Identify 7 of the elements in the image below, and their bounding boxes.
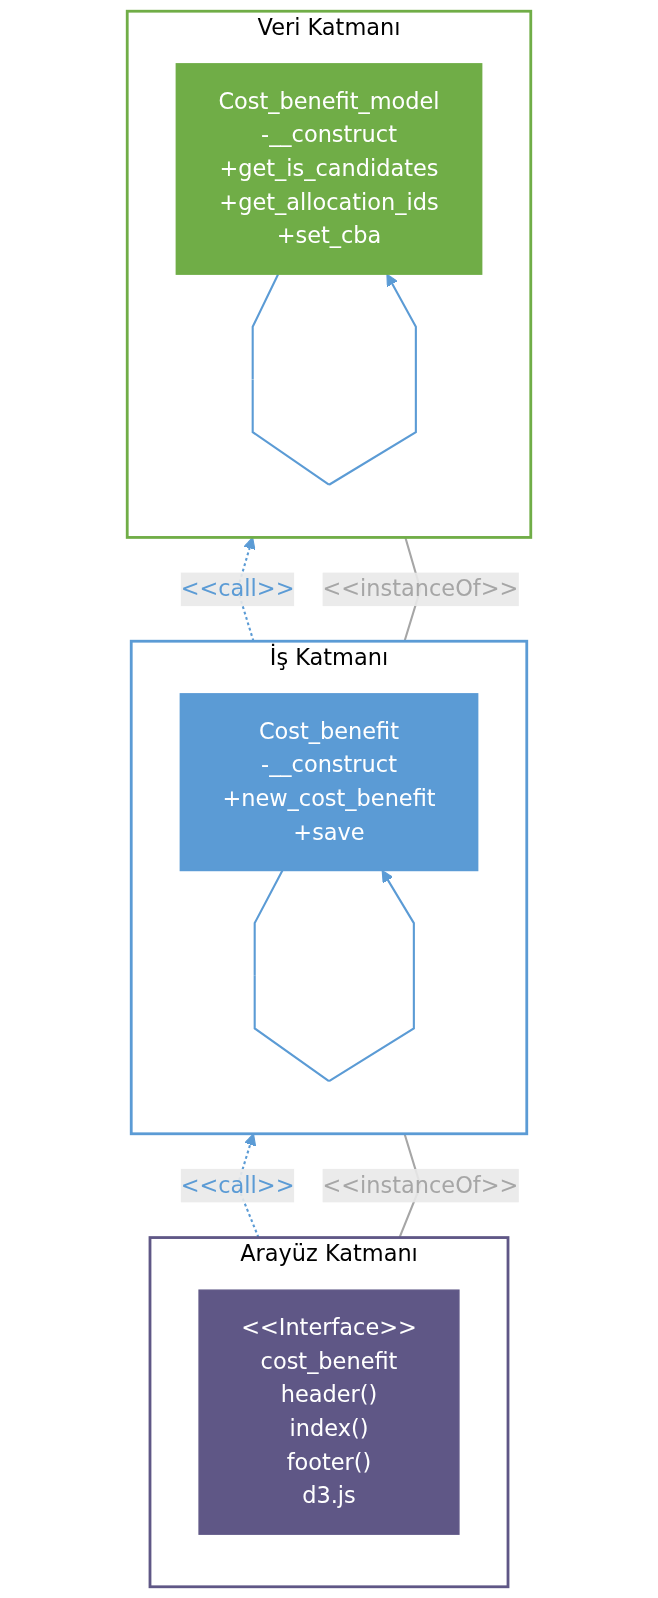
node-box: <<Interface>> cost_benefit header() index() footer() d3.js — [198, 1289, 460, 1535]
node-box: Cost_benefit_model -__construct +get_is_candidates +get_allocation_ids +set_cba — [175, 63, 483, 275]
edge-label: <<instanceOf>> — [322, 1171, 519, 1199]
edge-label: <<instanceOf>> — [322, 575, 519, 602]
edge-label: <<call>> — [180, 575, 295, 602]
node-box: Cost_benefit -__construct +new_cost_benefit +save — [179, 693, 479, 872]
edge-label: <<call>> — [180, 1171, 295, 1199]
